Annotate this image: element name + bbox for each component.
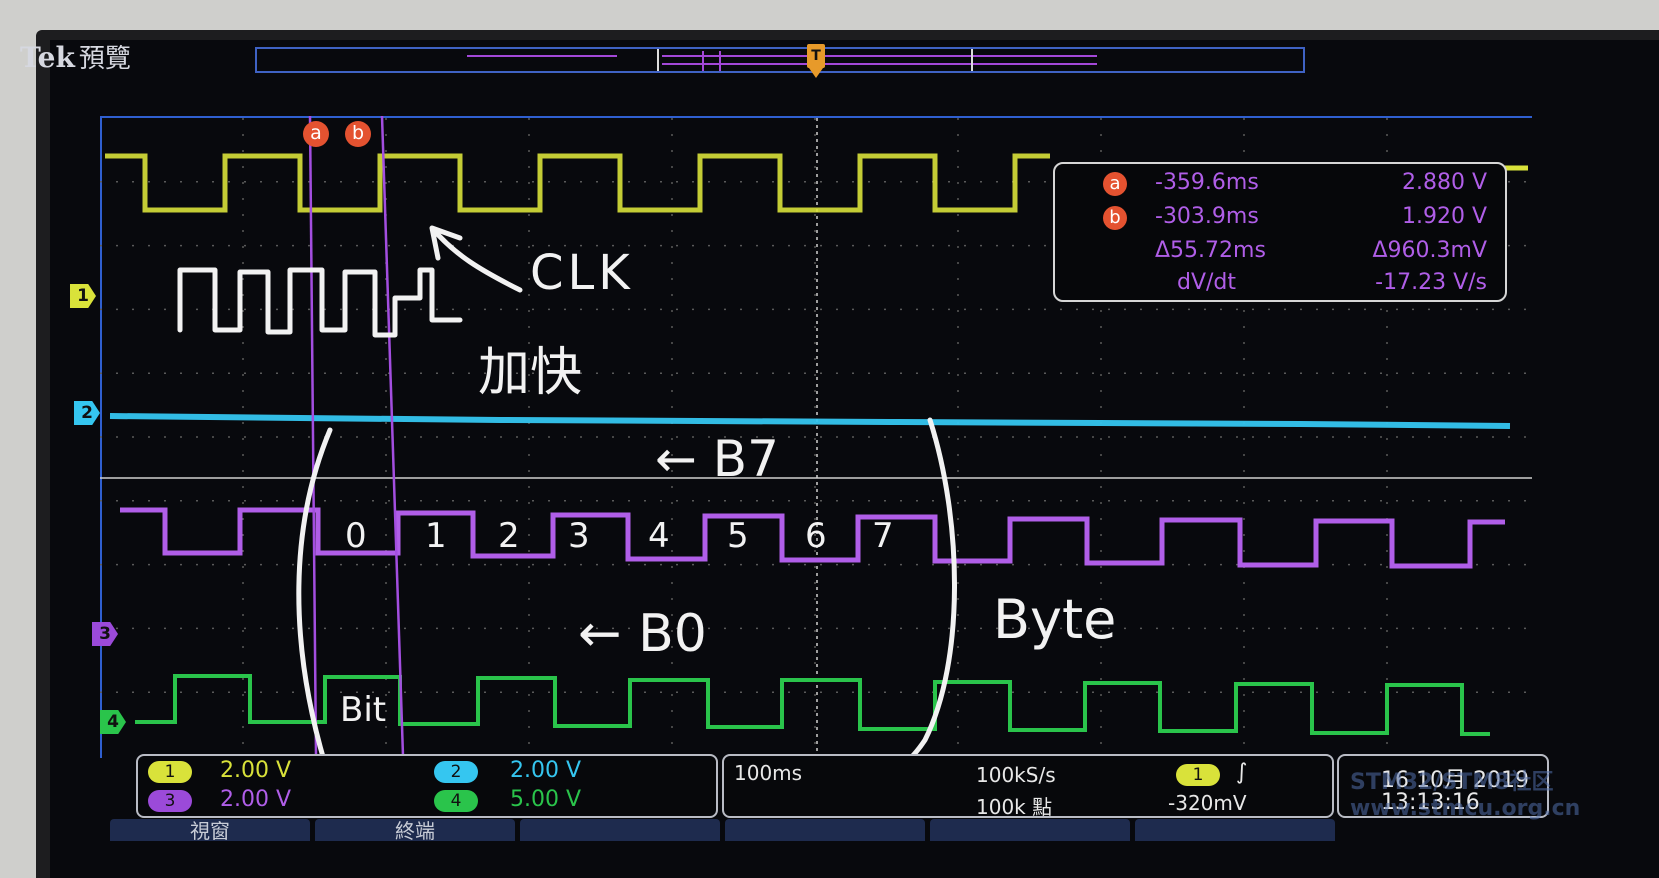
cursor-b-readout-badge: b	[1103, 206, 1127, 230]
cursor-a-line	[308, 115, 318, 757]
softkey-4[interactable]	[725, 819, 925, 841]
ch2-badge[interactable]: 2	[434, 761, 478, 783]
ch4-scale[interactable]: 5.00 V	[510, 787, 582, 812]
ch1-badge[interactable]: 1	[148, 761, 192, 783]
trigger-position-arrow	[809, 68, 823, 78]
ch4-badge[interactable]: 4	[434, 790, 478, 812]
datetime-panel: 16 10月 2019 13:13:16	[1337, 754, 1549, 818]
cursor-b-time: -303.9ms	[1155, 204, 1259, 229]
cursor-a-voltage: 2.880 V	[1401, 170, 1487, 195]
ch3-scale[interactable]: 2.00 V	[220, 787, 292, 812]
watermark-line1: STM32/STM8社区	[1350, 770, 1554, 795]
cursor-b-line	[380, 115, 405, 757]
record-overview-bar[interactable]	[255, 47, 1305, 73]
ch1-scale[interactable]: 2.00 V	[220, 758, 292, 783]
cursor-delta-time: Δ55.72ms	[1155, 238, 1266, 263]
cursor-a-handle[interactable]: a	[303, 121, 329, 147]
ch3-badge[interactable]: 3	[148, 790, 192, 812]
annotation-b7: ← B7	[655, 430, 779, 488]
time-display: 13:13:16	[1381, 790, 1480, 815]
overview-cursor-a	[702, 51, 704, 71]
cursor-b-readout: b -303.9ms 1.920 V	[1055, 204, 1505, 234]
overview-ch3-trace	[662, 63, 1097, 65]
softkey-1[interactable]: 視窗	[110, 819, 310, 843]
cursor-b-voltage: 1.920 V	[1401, 204, 1487, 229]
timebase-panel[interactable]: 100ms 100kS/s 100k 點 1 ∫ -320mV	[722, 754, 1334, 819]
overview-window-right	[971, 49, 973, 71]
cursor-delta-voltage: Δ960.3mV	[1372, 238, 1487, 263]
softkey-5[interactable]	[930, 819, 1130, 841]
date-display: 16 10月 2019	[1381, 768, 1529, 793]
overview-window-left	[657, 49, 659, 71]
handwritten-right-bracket	[877, 417, 957, 775]
annotation-byte: Byte	[993, 588, 1117, 651]
trigger-slope-icon: ∫	[1236, 760, 1248, 785]
handwritten-clk-arrow	[429, 225, 523, 293]
trigger-position-marker[interactable]: T	[807, 44, 825, 68]
cursor-delta-readout: Δ55.72ms Δ960.3mV	[1055, 238, 1505, 268]
brand-logo: Tek	[20, 41, 75, 74]
softkey-2[interactable]: 終端	[315, 819, 515, 843]
softkey-3[interactable]	[520, 819, 720, 841]
cursor-slope-value: -17.23 V/s	[1375, 270, 1487, 295]
overview-ch3-trace	[662, 55, 1097, 57]
ch3-waveform	[120, 507, 1505, 569]
annotation-bit-number: 7	[872, 516, 894, 556]
time-per-division[interactable]: 100ms	[734, 761, 803, 785]
overview-ch3-trace	[467, 55, 617, 57]
ch1-waveform	[105, 153, 1050, 213]
channel-settings-panel[interactable]: 1 2.00 V 3 2.00 V 2 2.00 V 4 5.00 V	[136, 754, 718, 818]
annotation-bit-number: 2	[498, 516, 520, 556]
handwritten-left-bracket	[296, 427, 358, 788]
ch2-waveform	[109, 413, 1511, 429]
cursor-a-readout-badge: a	[1103, 172, 1127, 196]
annotation-bit: Bit	[340, 690, 387, 730]
cursor-b-handle[interactable]: b	[345, 121, 371, 147]
sample-rate: 100kS/s	[976, 763, 1056, 787]
cursor-readout-panel[interactable]: a -359.6ms 2.880 V b -303.9ms 1.920 V Δ5…	[1053, 162, 1507, 302]
trigger-source-badge[interactable]: 1	[1176, 764, 1220, 786]
trigger-level[interactable]: -320mV	[1168, 791, 1247, 815]
annotation-clk: CLK	[530, 245, 634, 301]
acquisition-mode: 預覽	[78, 44, 131, 74]
annotation-bit-number: 6	[805, 516, 827, 556]
cursor-a-readout: a -359.6ms 2.880 V	[1055, 170, 1505, 200]
annotation-bit-number: 3	[568, 516, 590, 556]
annotation-bit-number: 5	[727, 516, 749, 556]
ch2-scale[interactable]: 2.00 V	[510, 758, 582, 783]
cursor-a-time: -359.6ms	[1155, 170, 1259, 195]
annotation-faster: 加快	[478, 343, 583, 403]
annotation-bit-number: 1	[425, 516, 447, 556]
annotation-bit-number: 4	[648, 516, 670, 556]
handwritten-clock-sketch	[177, 267, 463, 338]
softkey-6[interactable]	[1135, 819, 1335, 841]
record-length: 100k 點	[976, 795, 1053, 819]
cursor-slope-label: dV/dt	[1177, 270, 1237, 295]
ch4-waveform	[135, 674, 1490, 736]
annotation-bit-number: 0	[345, 516, 367, 556]
cursor-slope-readout: dV/dt -17.23 V/s	[1055, 270, 1505, 300]
watermark-line2: www.stmcu.org.cn	[1350, 796, 1581, 821]
watermark: STM32/STM8社区 www.stmcu.org.cn	[1350, 770, 1580, 822]
overview-cursor-b	[719, 51, 721, 71]
annotation-b0: ← B0	[578, 604, 707, 664]
